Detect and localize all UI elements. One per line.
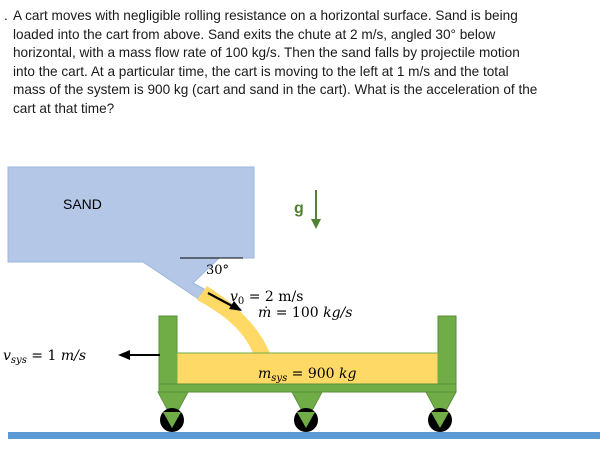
problem-line-1-text: A cart moves with negligible rolling res…: [13, 8, 518, 23]
v0-symbol: v: [230, 289, 238, 305]
problem-bullet: .: [4, 8, 8, 23]
problem-line-4: into the cart. At a particular time, the…: [13, 63, 509, 79]
problem-line-6: cart at that time?: [13, 100, 115, 116]
msys-subscript: sys: [271, 373, 287, 384]
left-wheel-support: [157, 391, 189, 422]
vsys-label: vsys = 1 m/s: [3, 348, 86, 366]
middle-wheel-highlight: [297, 412, 315, 428]
mdot-label: ṁ = 100 kg/s: [258, 305, 352, 321]
vsys-units: m/s: [61, 348, 86, 364]
v0-subscript: 0: [238, 296, 244, 307]
msys-label: msys = 900 kg: [258, 366, 356, 384]
cart-right-post: [437, 315, 457, 389]
cart-left-post: [158, 315, 178, 389]
msys-value: = 900: [287, 366, 339, 382]
sand-stream: [197, 286, 271, 356]
exit-velocity-arrowhead: [229, 301, 242, 311]
mdot-symbol: ṁ: [258, 305, 271, 321]
gravity-label: g: [294, 200, 304, 217]
problem-line-2: loaded into the cart from above. Sand ex…: [13, 26, 496, 42]
right-wheel-support: [425, 391, 457, 422]
problem-line-5: mass of the system is 900 kg (cart and s…: [13, 82, 538, 98]
right-wheel-highlight: [431, 412, 449, 428]
msys-units: kg: [339, 366, 356, 382]
msys-symbol: m: [258, 366, 271, 382]
vsys-symbol: v: [3, 348, 11, 364]
vsys-arrowhead: [118, 350, 130, 360]
cart-sand-bed: [176, 352, 439, 385]
ground-surface: [8, 432, 600, 439]
cart-base: [158, 383, 457, 393]
mdot-value: = 100: [271, 305, 323, 321]
vsys-value: = 1: [27, 348, 61, 364]
problem-line-3: horizontal, with a mass flow rate of 100…: [13, 45, 520, 61]
left-wheel-highlight: [163, 412, 181, 428]
v0-value: = 2 m/s: [244, 289, 303, 305]
angle-label: 30°: [206, 263, 229, 278]
problem-line-1: . A cart moves with negligible rolling re…: [0, 7, 600, 26]
mdot-units: kg/s: [323, 305, 352, 321]
middle-wheel-support: [291, 391, 323, 422]
hopper-label: SAND: [63, 196, 102, 212]
gravity-arrowhead: [311, 219, 321, 229]
exit-velocity-arrow-shaft: [207, 292, 235, 308]
vsys-subscript: sys: [11, 355, 27, 366]
problem-statement: . A cart moves with negligible rolling re…: [0, 7, 600, 119]
v0-label: v0 = 2 m/s: [230, 289, 303, 307]
